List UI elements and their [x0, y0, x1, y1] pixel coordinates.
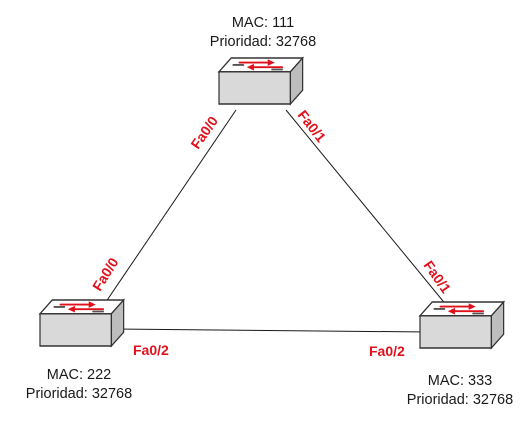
- switch-top-priority: Prioridad: 32768: [209, 34, 317, 50]
- switch-icon[interactable]: [218, 57, 304, 105]
- switch-icon[interactable]: [39, 299, 125, 347]
- port-label-left-fa02: Fa0/2: [133, 342, 169, 358]
- link-top-left: [94, 109, 237, 319]
- switch-left-mac: MAC: 222: [46, 367, 112, 383]
- switch-left-priority: Prioridad: 32768: [25, 386, 133, 402]
- switch-top-mac: MAC: 111: [231, 15, 295, 31]
- port-label-right-fa01: Fa0/1: [421, 258, 455, 297]
- switch-right-mac: MAC: 333: [427, 373, 493, 389]
- switch-left-info: MAC: 222 Prioridad: 32768: [4, 366, 154, 404]
- switch-icon[interactable]: [419, 301, 505, 349]
- switch-top-info: MAC: 111 Prioridad: 32768: [188, 14, 338, 52]
- port-label-right-fa02: Fa0/2: [369, 343, 405, 359]
- switch-right-priority: Prioridad: 32768: [406, 392, 514, 408]
- link-left-right: [111, 328, 429, 333]
- link-top-right: [285, 109, 453, 313]
- port-label-left-fa00: Fa0/0: [89, 255, 122, 294]
- switch-right-info: MAC: 333 Prioridad: 32768: [385, 372, 531, 410]
- port-label-top-fa00: Fa0/0: [187, 113, 221, 152]
